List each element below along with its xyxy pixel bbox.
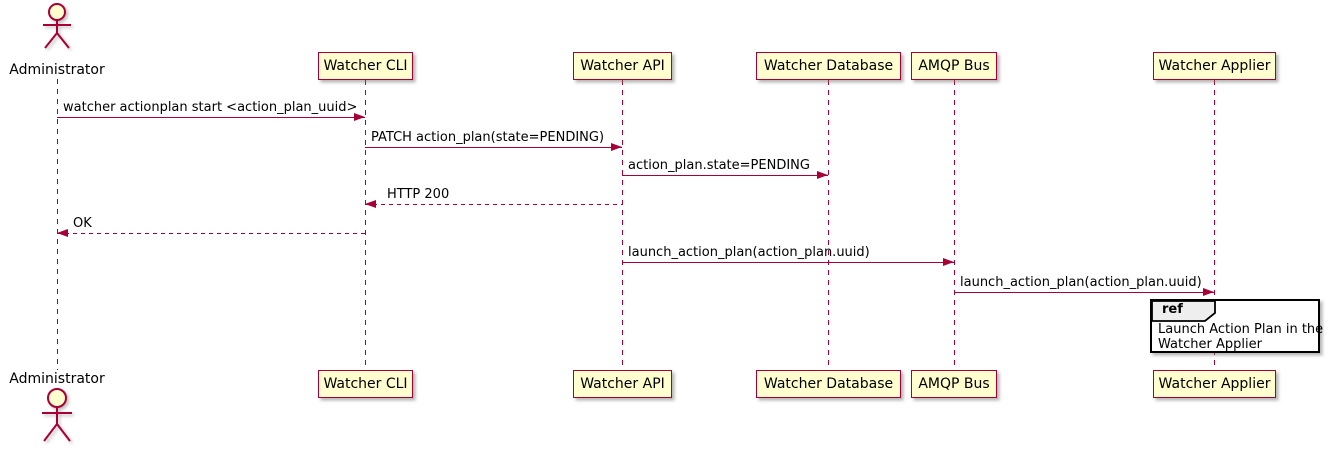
message-2: PATCH action_plan(state=PENDING) xyxy=(365,130,622,152)
actor-label-top: Administrator xyxy=(9,62,105,78)
participant-top-watcher-database: Watcher Database xyxy=(756,52,901,80)
message-line-dashed xyxy=(57,233,365,234)
actor-icon xyxy=(43,3,71,49)
message-label: HTTP 200 xyxy=(387,187,450,202)
message-label: PATCH action_plan(state=PENDING) xyxy=(371,130,605,145)
participant-bottom-watcher-cli: Watcher CLI xyxy=(318,370,413,398)
actor-icon xyxy=(42,388,72,442)
arrowhead-right-icon xyxy=(1203,288,1214,296)
participant-top-amqp-bus: AMQP Bus xyxy=(911,52,997,80)
lifeline-watcher-api xyxy=(622,80,623,370)
message-line-solid xyxy=(622,262,954,263)
arrowhead-right-icon xyxy=(943,258,954,266)
message-line-solid xyxy=(954,292,1214,293)
message-label: action_plan.state=PENDING xyxy=(628,158,810,173)
message-line-solid xyxy=(622,175,828,176)
arrowhead-left-icon xyxy=(365,200,376,208)
message-label: watcher actionplan start <action_plan_uu… xyxy=(63,100,358,115)
message-4: HTTP 200 xyxy=(365,187,622,209)
participant-label: Watcher Applier xyxy=(1158,376,1271,392)
participant-bottom-amqp-bus: AMQP Bus xyxy=(911,370,997,398)
lifeline-watcher-cli xyxy=(365,80,366,370)
actor-label-bottom: Administrator xyxy=(9,371,105,387)
participant-label: Watcher Database xyxy=(763,376,894,392)
ref-text-line1: Launch Action Plan in the xyxy=(1158,322,1324,337)
message-label: launch_action_plan(action_plan.uuid) xyxy=(960,275,1202,290)
message-3: action_plan.state=PENDING xyxy=(622,158,828,180)
participant-label: Watcher API xyxy=(580,58,665,74)
arrowhead-left-icon xyxy=(57,229,68,237)
ref-fragment: ref Launch Action Plan in the Watcher Ap… xyxy=(1150,299,1324,353)
participant-label: Watcher CLI xyxy=(323,58,408,74)
ref-tab-shape xyxy=(1151,300,1216,322)
arrowhead-right-icon xyxy=(354,113,365,121)
ref-text-line2: Watcher Applier xyxy=(1158,337,1262,352)
message-line-solid xyxy=(57,117,365,118)
message-line-dashed xyxy=(365,204,622,205)
message-1: watcher actionplan start <action_plan_uu… xyxy=(57,100,365,122)
message-label: launch_action_plan(action_plan.uuid) xyxy=(628,245,870,260)
participant-label: AMQP Bus xyxy=(918,58,990,74)
participant-bottom-watcher-api: Watcher API xyxy=(573,370,672,398)
participant-bottom-watcher-database: Watcher Database xyxy=(756,370,901,398)
message-line-solid xyxy=(365,147,622,148)
lifeline-watcher-applier xyxy=(1214,80,1215,370)
message-6: launch_action_plan(action_plan.uuid) xyxy=(622,245,954,267)
participant-top-watcher-cli: Watcher CLI xyxy=(318,52,413,80)
participant-label: Watcher Database xyxy=(763,58,894,74)
participant-label: Watcher API xyxy=(580,376,665,392)
participant-label: Watcher CLI xyxy=(323,376,408,392)
message-label: OK xyxy=(73,216,92,231)
lifeline-amqp-bus xyxy=(954,80,955,370)
message-5: OK xyxy=(57,216,365,238)
participant-label: Watcher Applier xyxy=(1158,58,1271,74)
lifeline-administrator xyxy=(57,79,58,370)
participant-top-watcher-api: Watcher API xyxy=(573,52,672,80)
ref-keyword: ref xyxy=(1162,302,1183,317)
participant-label: AMQP Bus xyxy=(918,376,990,392)
lifeline-watcher-database xyxy=(828,80,829,370)
arrowhead-right-icon xyxy=(817,171,828,179)
arrowhead-right-icon xyxy=(611,143,622,151)
participant-top-watcher-applier: Watcher Applier xyxy=(1153,52,1276,80)
participant-bottom-watcher-applier: Watcher Applier xyxy=(1153,370,1276,398)
message-7: launch_action_plan(action_plan.uuid) xyxy=(954,275,1214,297)
